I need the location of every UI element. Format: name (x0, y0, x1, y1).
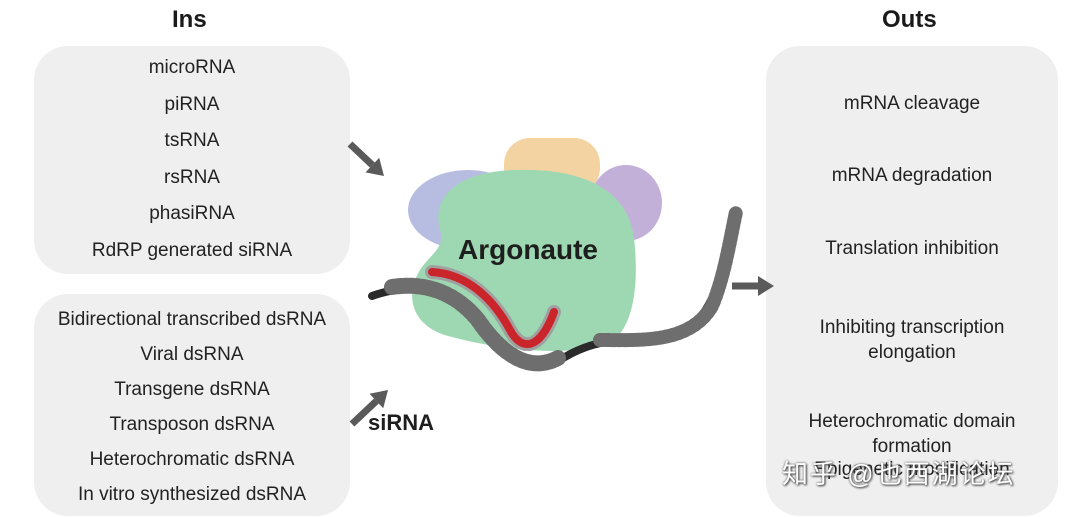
list-item: Transgene dsRNA (114, 379, 270, 400)
mrna-strand-ticks (384, 277, 566, 372)
small-rna-panel: microRNA piRNA tsRNA rsRNA phasiRNA RdRP gene… (34, 46, 350, 274)
dsrna-panel: Bidirectional transcribed dsRNA Viral dsR… (34, 294, 350, 516)
arrow-ins-to-argonaute (347, 141, 384, 176)
arrows (347, 141, 774, 427)
outs-item-line: mRNA degradation (831, 165, 993, 186)
outs-item-line: Translation inhibition (825, 238, 999, 259)
list-item: tsRNA (164, 130, 220, 151)
list-item: In vitro synthesized dsRNA (77, 484, 307, 505)
list-item: Bidirectional transcribed dsRNA (57, 309, 327, 330)
outs-heading: Outs (882, 6, 937, 33)
arrow-sirna-to-argonaute (349, 390, 388, 427)
outs-item-line: mRNA cleavage (843, 93, 981, 114)
watermark: 知乎 @也西湖论坛 (782, 459, 1016, 489)
outs-item-line: elongation (868, 342, 956, 363)
ins-heading: Ins (172, 6, 207, 33)
list-item: RdRP generated siRNA (91, 239, 293, 261)
list-item: rsRNA (164, 166, 220, 188)
list-item: Transposon dsRNA (109, 414, 275, 435)
mrna-strand-right-ticks (593, 205, 743, 348)
arrow-argonaute-to-outs (732, 276, 774, 296)
argonaute-label: Argonaute (458, 234, 598, 265)
list-item: microRNA (148, 57, 236, 78)
outs-item-line: Heterochromatic domain (808, 411, 1016, 432)
sirna-label: siRNA (368, 410, 435, 435)
outs-item-line: Inhibiting transcription (819, 317, 1005, 338)
outs-item-line: formation (872, 436, 952, 457)
list-item: phasiRNA (149, 203, 235, 224)
list-item: Viral dsRNA (140, 344, 244, 365)
rna-strands (368, 205, 743, 372)
outs-item-line: Epigenetic modification (814, 459, 1010, 480)
list-item: Heterochromatic dsRNA (89, 449, 295, 470)
list-item: piRNA (164, 93, 220, 115)
sirna-strand (428, 268, 558, 349)
